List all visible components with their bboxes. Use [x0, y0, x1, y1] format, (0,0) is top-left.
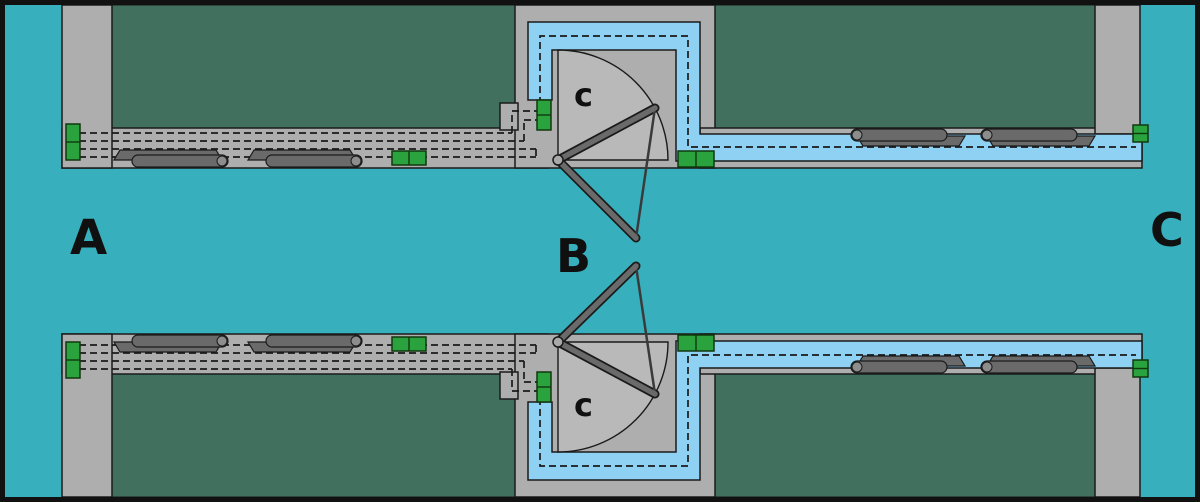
culvert-centerline-lower: [539, 354, 1136, 467]
gate-recess-upper: [557, 49, 669, 161]
label-basin-a: A: [70, 210, 107, 266]
land-areas: [111, 4, 1096, 498]
gate-leaf-closed: [555, 263, 639, 345]
land-lower-right: [714, 373, 1096, 498]
miter-gate-upper: [552, 103, 660, 243]
gate-pivot: [552, 154, 564, 166]
wall-notch-lower: [499, 371, 519, 400]
land-upper-right: [714, 4, 1096, 129]
gate-leaf-open: [555, 105, 658, 163]
gate-recess-lower: [557, 341, 669, 453]
land-lower-left: [111, 373, 516, 498]
miter-gate-lower: [552, 261, 660, 399]
wall-notch-upper: [499, 102, 519, 131]
label-recess-top: c: [574, 76, 593, 114]
abutment-upper-right: [1094, 4, 1141, 135]
gate-swing-chord: [634, 265, 657, 395]
label-basin-c: C: [1150, 203, 1184, 257]
culvert-centerline-upper: [539, 35, 1136, 148]
abutment-lower-right: [1094, 367, 1141, 498]
label-recess-bottom: c: [574, 386, 593, 424]
gate-pivot: [552, 336, 564, 348]
culvert-valves: [65, 99, 1149, 403]
land-upper-left: [111, 4, 516, 129]
gate-leaf-open: [555, 339, 658, 397]
diagram-labels: A B C c c: [70, 76, 1184, 424]
gate-swing-chord: [634, 107, 657, 239]
gate-leaf-closed: [555, 157, 639, 241]
label-chamber-b: B: [556, 229, 591, 283]
